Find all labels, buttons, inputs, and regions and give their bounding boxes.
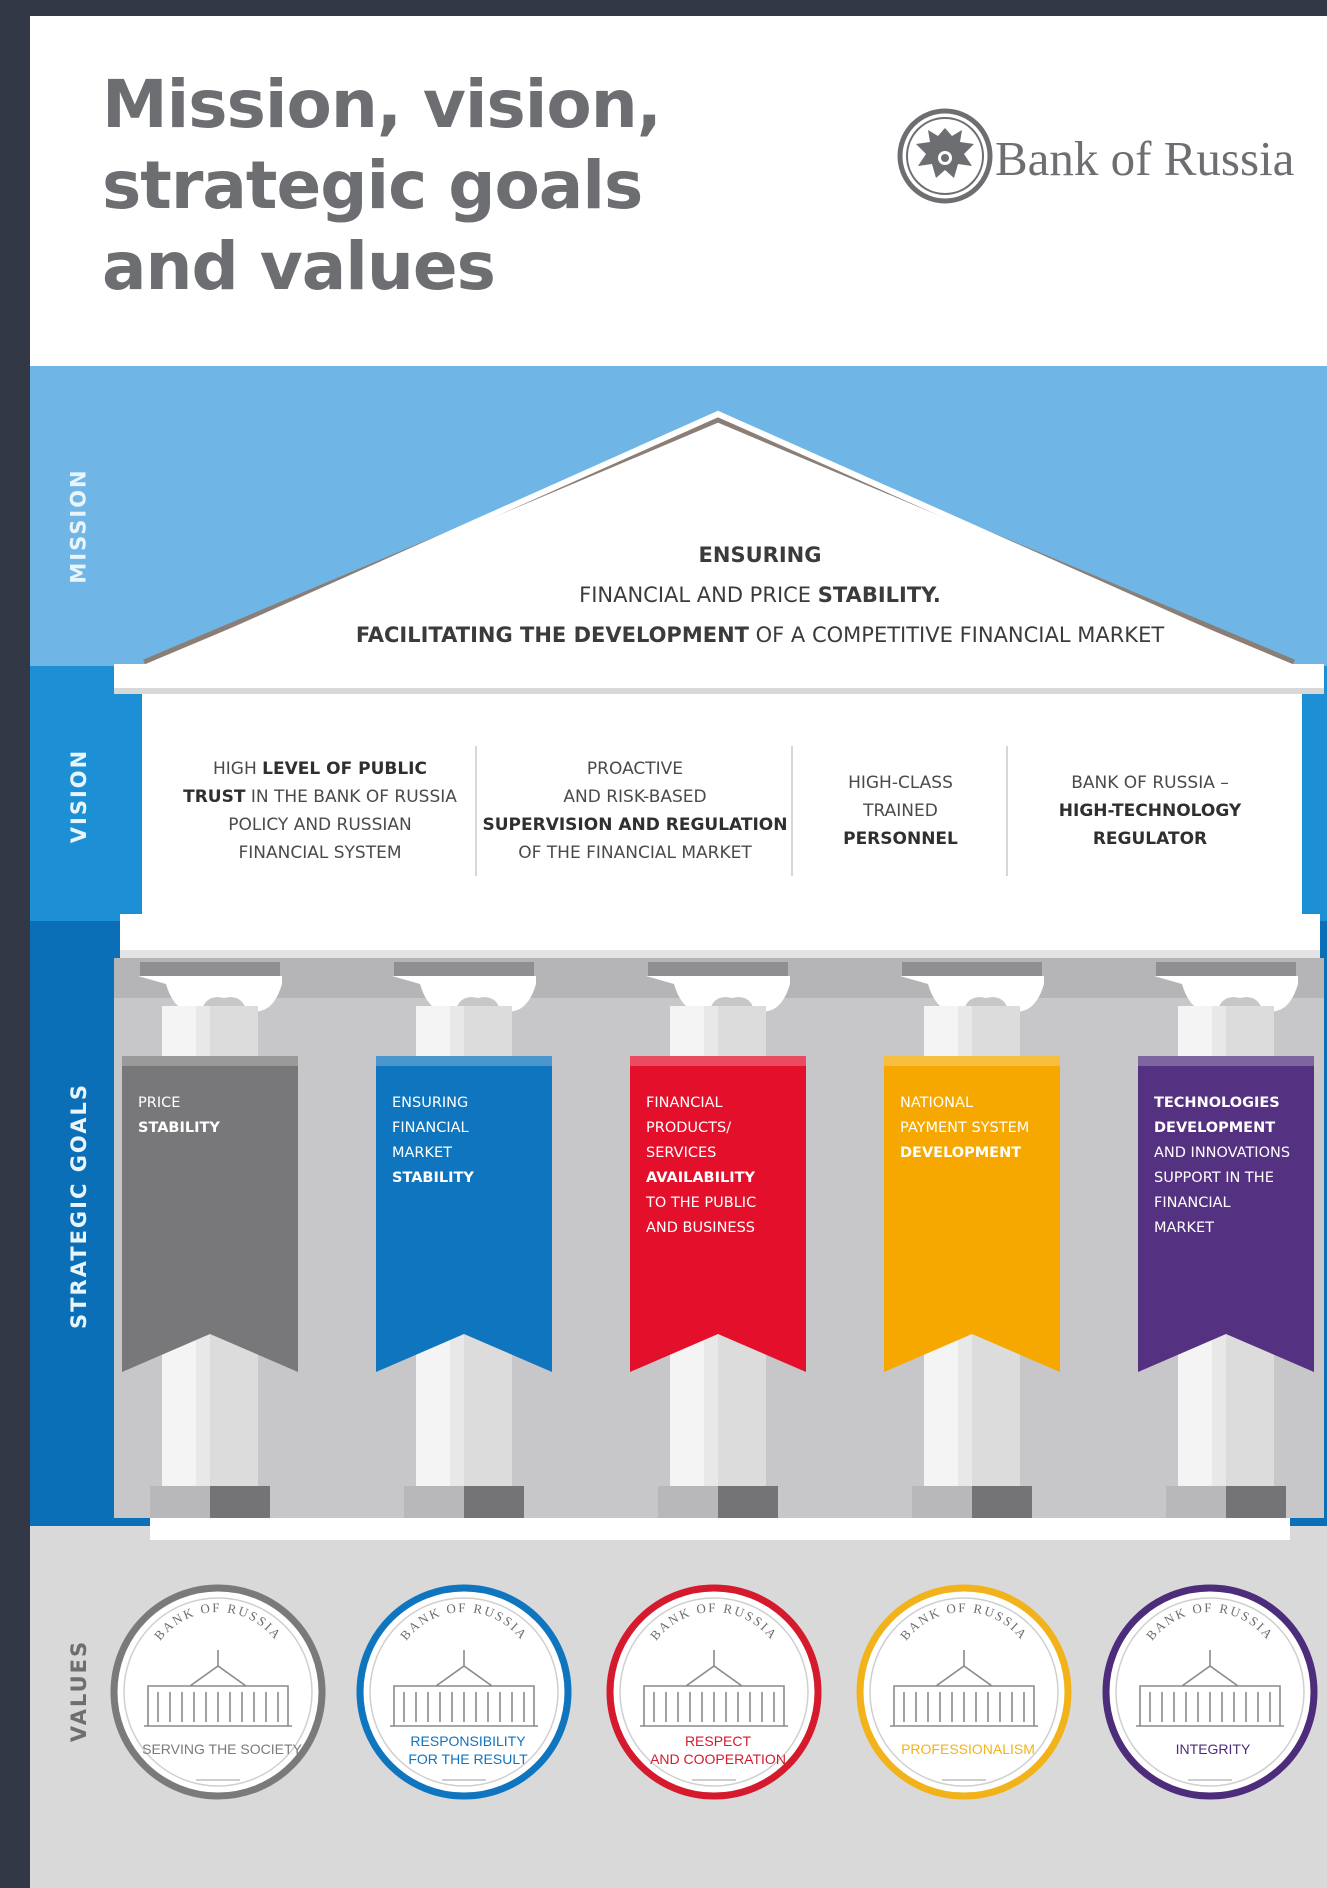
goal-banner (376, 1056, 552, 1372)
title-line: Mission, vision, (102, 66, 662, 143)
vision-supervision: PROACTIVE AND RISK-BASED SUPERVISION AND… (482, 759, 788, 863)
goal-banner-top (122, 1056, 298, 1066)
eagle-emblem-icon (897, 108, 993, 204)
goal-banner-top (884, 1056, 1060, 1066)
bank-building-icon (144, 1650, 292, 1727)
infographic-sheet: Mission, vision, strategic goals and val… (30, 16, 1327, 1888)
value-badge: BANK OF RUSSIA (606, 1584, 822, 1800)
value-badge: BANK OF RUSSIA (110, 1584, 326, 1800)
goal-banner (884, 1056, 1060, 1372)
value-badge: BANK OF RUSSIA (1102, 1584, 1318, 1800)
roof-base (114, 664, 1324, 688)
goal-banner-top (1138, 1056, 1314, 1066)
title-line: strategic goals (102, 147, 643, 224)
mission-line-2: FINANCIAL AND PRICE STABILITY. (579, 583, 941, 607)
bank-of-russia-logo (897, 108, 993, 204)
vision-personnel: HIGH-CLASS TRAINED PERSONNEL (843, 773, 958, 849)
vision-wall (142, 694, 1302, 914)
logo-text: Bank of Russia (995, 131, 1295, 186)
value-label-professionalism: PROFESSIONALISM (901, 1741, 1035, 1757)
bank-building-icon (890, 1650, 1038, 1727)
mission-line-3: FACILITATING THE DEVELOPMENT OF A COMPET… (355, 623, 1165, 647)
mission-line-1: ENSURING (698, 543, 822, 567)
goal-banner-top (376, 1056, 552, 1066)
goal-banner-top (630, 1056, 806, 1066)
vision-regulator: BANK OF RUSSIA – HIGH-TECHNOLOGY REGULAT… (1058, 773, 1242, 849)
value-badge: BANK OF RUSSIA (856, 1584, 1072, 1800)
roof-pediment (144, 416, 1294, 664)
title-line: and values (102, 228, 496, 305)
page-title: Mission, vision, strategic goals and val… (102, 64, 662, 307)
vision-public-trust: HIGH LEVEL OF PUBLIC TRUST IN THE BANK O… (183, 759, 457, 863)
bank-building-icon (390, 1650, 538, 1727)
value-badge: BANK OF RUSSIA (356, 1584, 572, 1800)
value-label-integrity: INTEGRITY (1175, 1741, 1251, 1757)
goal-banner (122, 1056, 298, 1372)
value-label-serving-society: SERVING THE SOCIETY (142, 1741, 302, 1757)
goal-banner (630, 1056, 806, 1372)
bank-building-icon (1136, 1650, 1284, 1727)
bank-building-icon (640, 1650, 788, 1727)
goal-banner (1138, 1056, 1314, 1372)
